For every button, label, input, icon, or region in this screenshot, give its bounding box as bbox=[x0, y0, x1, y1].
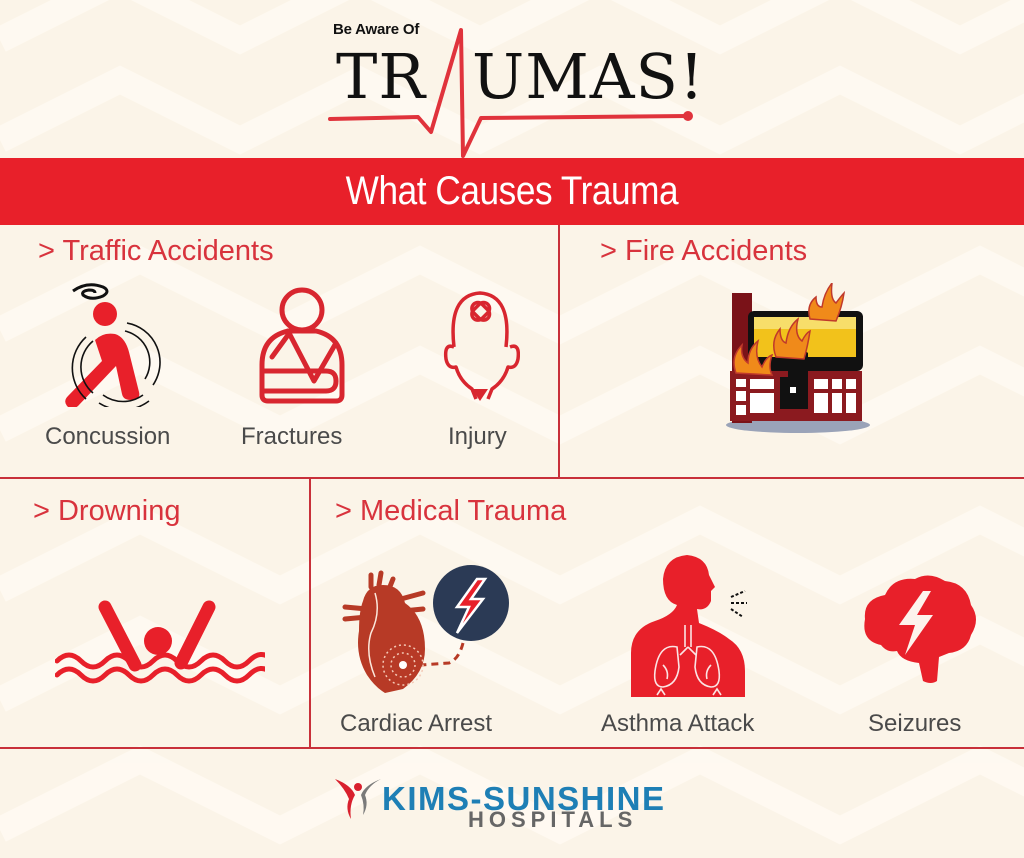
lungs-breathing-icon bbox=[631, 555, 747, 697]
item-label-cardiac-arrest: Cardiac Arrest bbox=[340, 710, 493, 737]
item-label-asthma-attack: Asthma Attack bbox=[601, 710, 755, 737]
concussion-icon bbox=[65, 283, 161, 407]
item-label-seizures: Seizures bbox=[868, 710, 962, 737]
divider-horizontal-bottom bbox=[0, 747, 1024, 749]
divider-vertical-top bbox=[558, 225, 560, 479]
item-label-injury: Injury bbox=[448, 423, 507, 450]
item-label-concussion: Concussion bbox=[45, 423, 171, 450]
divider-vertical-bottom bbox=[309, 479, 311, 749]
hospital-logo-icon bbox=[335, 779, 381, 819]
head-bandage-icon bbox=[443, 291, 520, 401]
arm-sling-icon bbox=[259, 287, 345, 404]
burning-house-icon bbox=[726, 283, 870, 433]
section-banner: What Causes Trauma bbox=[0, 158, 1024, 225]
heartbeat-line-icon bbox=[328, 28, 693, 158]
section-drowning: > Drowning bbox=[0, 479, 309, 747]
brain-lightning-icon bbox=[864, 575, 976, 683]
fire-section-title: > Fire Accidents bbox=[600, 235, 808, 267]
banner-title: What Causes Trauma bbox=[345, 169, 679, 213]
medical-section-title: > Medical Trauma bbox=[335, 495, 567, 527]
traffic-section-title: > Traffic Accidents bbox=[38, 235, 274, 267]
drowning-section-title: > Drowning bbox=[33, 495, 181, 527]
heart-shock-icon bbox=[342, 565, 509, 693]
item-label-fractures: Fractures bbox=[241, 423, 343, 450]
section-traffic-accidents: > Traffic Accidents Concussion Fractures bbox=[0, 225, 558, 477]
header-title-right: UMAS! bbox=[472, 40, 705, 113]
divider-horizontal-middle bbox=[0, 477, 1024, 479]
header-title: TR UMAS! bbox=[336, 42, 705, 112]
logo-subtitle: HOSPITALS bbox=[468, 807, 638, 832]
header-kicker: Be Aware Of bbox=[333, 21, 420, 38]
header-title-left: TR bbox=[336, 40, 427, 113]
drowning-person-icon bbox=[55, 600, 265, 684]
section-medical-trauma: > Medical Trauma Cardiac Arrest Asthma A… bbox=[311, 479, 1024, 747]
section-fire-accidents: > Fire Accidents bbox=[560, 225, 1024, 477]
logo-name: KIMS-SUNSHINE bbox=[382, 780, 666, 817]
